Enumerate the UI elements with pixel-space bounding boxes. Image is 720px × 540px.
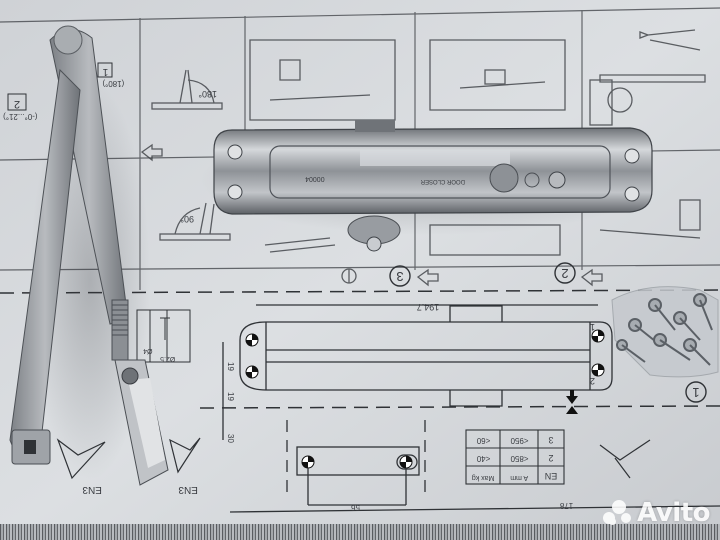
mounting-holes [245,329,605,469]
bracket-outline-template [229,420,720,513]
step-badge-2: 2 [554,262,576,284]
svg-text:3: 3 [548,435,553,445]
svg-text:<40: <40 [476,454,490,463]
svg-text:2: 2 [561,266,568,281]
step-badge-3: 3 [389,265,411,287]
screw-bag [611,286,719,378]
dim-body-length: 194.7 [417,302,440,312]
angle-label-180: 180° [198,89,217,99]
avito-brand-text: Avito [637,498,710,528]
dim-bottom-length: 178 [559,501,573,510]
avito-logo-icon [603,500,633,526]
dim-offset-30: 30 [226,434,235,443]
hole-number-1: 1 [590,322,595,332]
svg-text:<850: <850 [510,454,529,463]
svg-text:(180°): (180°) [102,79,124,88]
dim-bracket-length: 56 [351,503,360,512]
svg-text:Max kg: Max kg [472,474,495,481]
svg-text:3: 3 [396,269,403,284]
svg-text:1: 1 [102,66,108,77]
screw-label-4: Ø4 [143,347,152,354]
angle-label-90: 90° [180,214,194,224]
side-note-2: 2 (-0°...21°) [3,93,38,121]
svg-text:1: 1 [692,385,699,400]
svg-text:<60: <60 [476,436,490,445]
svg-text:2: 2 [548,453,553,463]
svg-text:<950: <950 [510,436,529,445]
en-label-1: EN3 [82,484,102,495]
closer-arm [9,25,169,486]
closer-body [213,120,653,252]
avito-watermark: Avito [603,498,710,528]
dim-hole-19-a: 19 [226,362,235,371]
hole-number-2: 2 [590,376,595,386]
spec-table [465,429,565,485]
body-code: 00004 [305,175,325,182]
body-outline-template [222,304,613,440]
svg-text:2: 2 [14,98,20,110]
arrow-marker [566,390,578,414]
en-label-2: EN3 [178,484,198,495]
step-badge-1: 1 [685,381,707,403]
spec-table-cells: 3 <950 <60 2 <850 <40 EN A mm Max kg [472,435,558,481]
svg-text:(-0°...21°): (-0°...21°) [3,112,38,121]
body-stamp: DOOR CLOSER [420,178,465,184]
side-note-1: 1 (180°) [97,62,124,88]
tape-edge [0,524,720,540]
screw-label-2-5: Ø2.5 [160,355,175,362]
svg-text:EN: EN [545,471,558,481]
svg-text:A mm: A mm [510,474,528,481]
dim-hole-19-b: 19 [226,392,235,401]
